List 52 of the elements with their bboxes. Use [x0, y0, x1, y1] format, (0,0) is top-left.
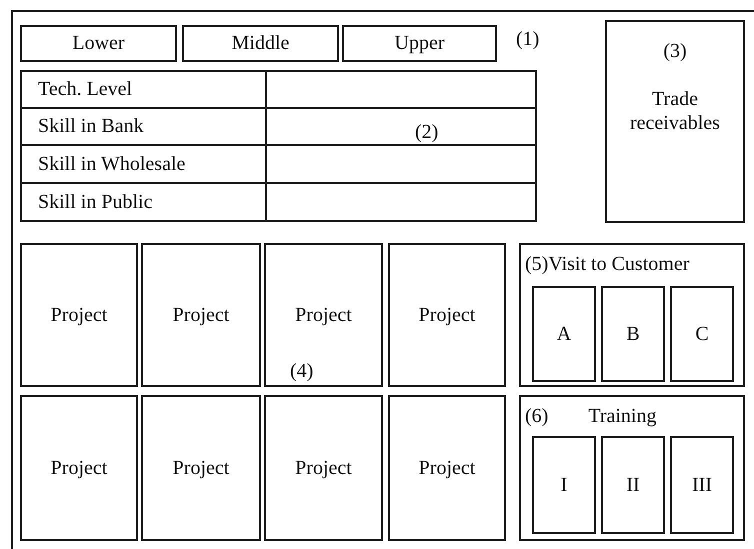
box-label: Tech. Level: [38, 78, 132, 101]
project-box: [20, 395, 138, 541]
tier-box: [20, 25, 177, 62]
box-label: Skill in Bank: [38, 115, 144, 138]
category-box: [670, 286, 734, 382]
project-box: [264, 395, 383, 541]
box-label: Project: [295, 456, 352, 480]
box-label: III: [692, 474, 712, 496]
tier-box: [182, 25, 339, 62]
tier-box: [342, 25, 497, 62]
level-box: [532, 436, 596, 534]
box-label: I: [560, 474, 568, 496]
callout-number: (2): [415, 121, 438, 144]
level-box: [601, 436, 665, 534]
box-label: Project: [172, 304, 230, 326]
callout-number: (4): [290, 360, 314, 383]
group-panel: [519, 243, 745, 387]
box-label: Project: [295, 304, 352, 326]
callout-number: (5): [525, 253, 548, 276]
project-box: [388, 243, 506, 387]
table-row-header: [20, 70, 267, 109]
level-box: [670, 436, 734, 534]
group-panel: [519, 395, 745, 541]
box-label: Project: [418, 456, 476, 480]
callout-number: (3): [663, 40, 687, 63]
box-label: Project: [172, 456, 230, 480]
project-box: [20, 243, 138, 387]
box-label: II: [626, 474, 640, 496]
table-row-header: [20, 182, 267, 222]
box-label: A: [556, 322, 572, 346]
box-label: C: [695, 322, 709, 346]
project-box: [264, 243, 383, 387]
box-label: Lower: [72, 32, 125, 55]
box-label: Skill in Public: [38, 190, 152, 214]
project-box: [388, 395, 506, 541]
box-label: Project: [418, 304, 476, 326]
box-label: B: [626, 322, 640, 346]
box-label: Upper: [394, 32, 444, 55]
project-box: [141, 395, 261, 541]
box-label: Project: [50, 304, 108, 326]
receivables-box: [605, 20, 745, 223]
box-label: Middle: [232, 32, 290, 55]
category-box: [532, 286, 596, 382]
box-label: Skill in Wholesale: [38, 152, 186, 176]
panel-title: Training: [588, 405, 656, 428]
box-label: Trade receivables: [629, 87, 721, 135]
callout-number: (6): [525, 405, 548, 428]
category-box: [601, 286, 665, 382]
panel-title: Visit to Customer: [548, 253, 690, 276]
box-label: Project: [50, 456, 108, 480]
callout-number: (1): [516, 28, 540, 51]
project-box: [141, 243, 261, 387]
